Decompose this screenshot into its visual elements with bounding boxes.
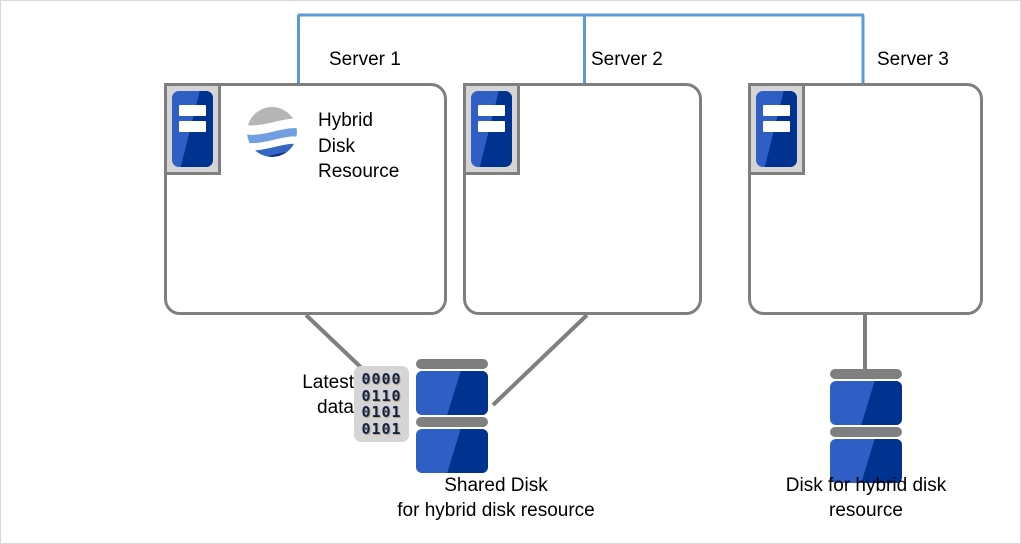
hybrid-disk-resource-globe-icon xyxy=(247,107,297,157)
latest-data-label: Latest data xyxy=(302,372,354,418)
server-2-label: Server 2 xyxy=(591,49,663,70)
data-bits-row-3: 0101 xyxy=(361,419,402,438)
server-3-label: Server 3 xyxy=(877,49,949,70)
server-box-1[interactable] xyxy=(164,83,447,315)
latest-data-card: 0000 0110 0101 0101 xyxy=(354,366,409,442)
shared-disk-stack-icon xyxy=(416,359,488,473)
data-bits-row-2: 0101 xyxy=(361,403,402,421)
data-bits-row-1: 0110 xyxy=(361,386,402,405)
server-1-label: Server 1 xyxy=(329,49,401,70)
data-bits-row-0: 0000 xyxy=(361,370,402,388)
hybrid-disk-caption: Disk for hybrid disk resource xyxy=(785,475,947,521)
server-3-rack-icon xyxy=(748,83,805,175)
hybrid-disk-resource-label: Hybrid Disk Resource xyxy=(318,110,400,182)
server-1-rack-icon xyxy=(164,83,221,175)
shared-disk-caption: Shared Disk for hybrid disk resource xyxy=(397,475,595,521)
server-2-rack-icon xyxy=(463,83,520,175)
hybrid-disk-stack-icon xyxy=(830,369,902,483)
